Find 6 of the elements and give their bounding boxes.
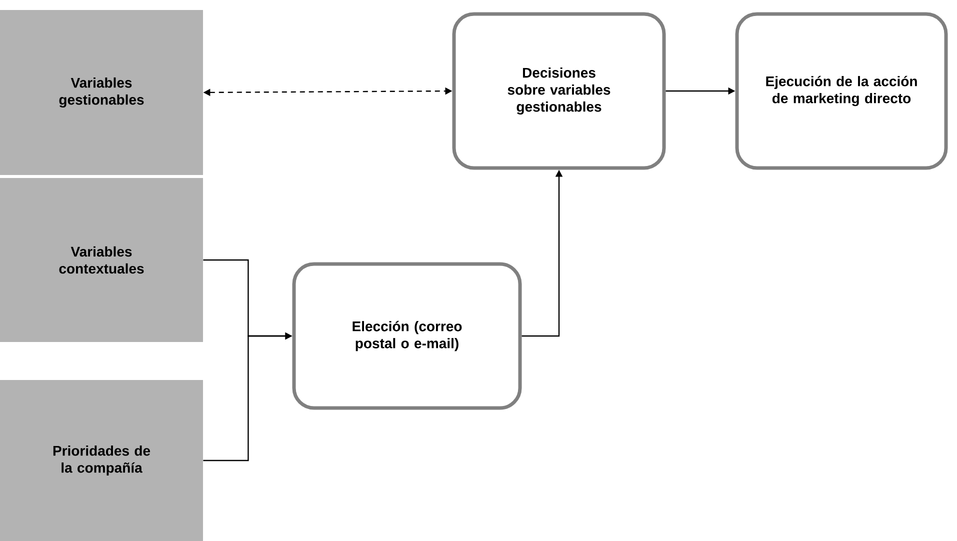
variable-box: Prioridades de la compañía <box>0 380 203 541</box>
variable-box: Variables gestionables <box>0 10 203 175</box>
process-box: Ejecución de la acción de marketing directo <box>735 12 948 170</box>
process-box: Decisiones sobre variables gestionables <box>452 12 666 170</box>
process-box: Elección (correo postal o e-mail) <box>292 262 522 410</box>
variable-box: Variables contextuales <box>0 178 203 342</box>
